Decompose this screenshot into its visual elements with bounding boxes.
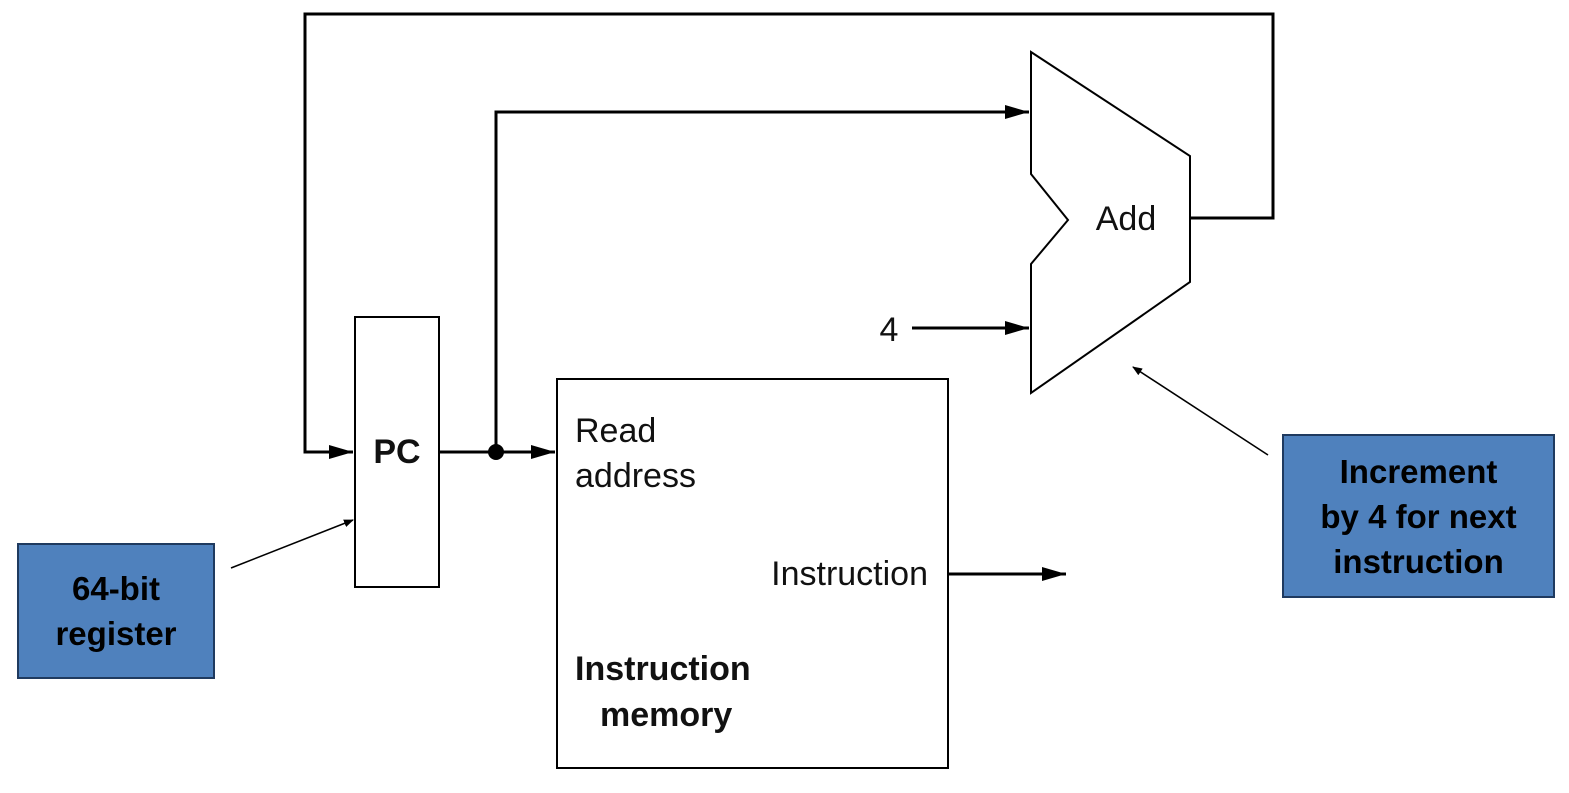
adder-alu [1030, 50, 1191, 395]
read-address-label-1: Read [575, 412, 656, 450]
increment-callout-line-2: by 4 for next [1320, 497, 1517, 535]
instruction-memory-block [556, 378, 949, 769]
register-callout: 64-bit register [17, 543, 215, 679]
register-callout-line-1: 64-bit [71, 570, 160, 607]
pc-to-adder-wire [494, 105, 1029, 452]
increment-callout-line-1: Increment [1339, 452, 1498, 490]
adder-label: Add [1096, 200, 1157, 238]
constant-four: 4 [880, 311, 899, 349]
instruction-memory-title-1: Instruction [575, 650, 751, 688]
read-address-label-2: address [575, 457, 696, 495]
pc-register [354, 316, 440, 588]
instruction-output-label: Instruction [771, 555, 928, 593]
pc-label: PC [373, 433, 420, 471]
increment-pointer [1132, 366, 1269, 456]
register-callout-line-2: register [55, 615, 177, 652]
instruction-memory-title-2: memory [600, 696, 732, 734]
increment-callout: Increment by 4 for next instruction [1282, 434, 1555, 598]
register-pointer [230, 519, 354, 569]
increment-callout-line-3: instruction [1333, 542, 1504, 580]
